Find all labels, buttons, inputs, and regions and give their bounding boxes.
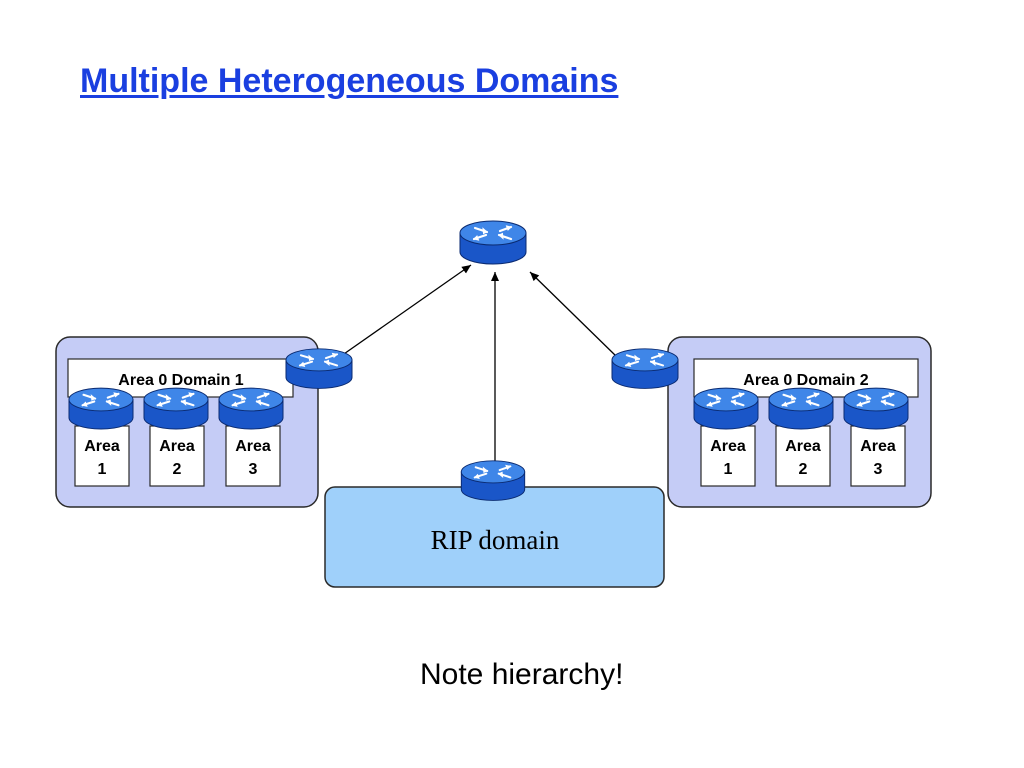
slide-title: Multiple Heterogeneous Domains (80, 62, 619, 100)
domain-1-area-3-line2: 3 (249, 461, 258, 478)
router-icon (460, 459, 526, 502)
router-icon (284, 347, 354, 390)
router-icon (767, 387, 835, 431)
router-icon (67, 387, 135, 431)
domain-1-area-2-line2: 2 (173, 461, 182, 478)
router-icon (610, 347, 680, 390)
domain-1-backbone-label: Area 0 Domain 1 (118, 372, 243, 389)
domain-2-area-1-line1: Area (710, 438, 746, 455)
note-text: Note hierarchy! (420, 658, 624, 691)
domain-1-area-1-line2: 1 (98, 461, 107, 478)
domain-2-area-3-box (850, 425, 906, 487)
arrow-domain-2-to-top (529, 271, 618, 358)
domain-2-area-2-line1: Area (785, 438, 821, 455)
domain-1-area-2-box (149, 425, 205, 487)
router-icon (217, 387, 285, 431)
router-icon (842, 387, 910, 431)
domain-1-area-1-line1: Area (84, 438, 120, 455)
domain-1-area-1-box (74, 425, 130, 487)
domain-2-area-1-line2: 1 (724, 461, 733, 478)
domain-2-area-1-box (700, 425, 756, 487)
router-icon (458, 219, 528, 266)
domain-2-area-2-line2: 2 (799, 461, 808, 478)
domain-2-area-3-line2: 3 (874, 461, 883, 478)
domain-2-area-3-line1: Area (860, 438, 896, 455)
domain-2-backbone-label: Area 0 Domain 2 (743, 372, 868, 389)
router-icon (692, 387, 760, 431)
domain-1-area-2-line1: Area (159, 438, 195, 455)
domain-1-area-3-line1: Area (235, 438, 271, 455)
router-icon (142, 387, 210, 431)
arrow-domain-1-to-top (340, 264, 472, 357)
rip-domain-label: RIP domain (431, 525, 560, 555)
